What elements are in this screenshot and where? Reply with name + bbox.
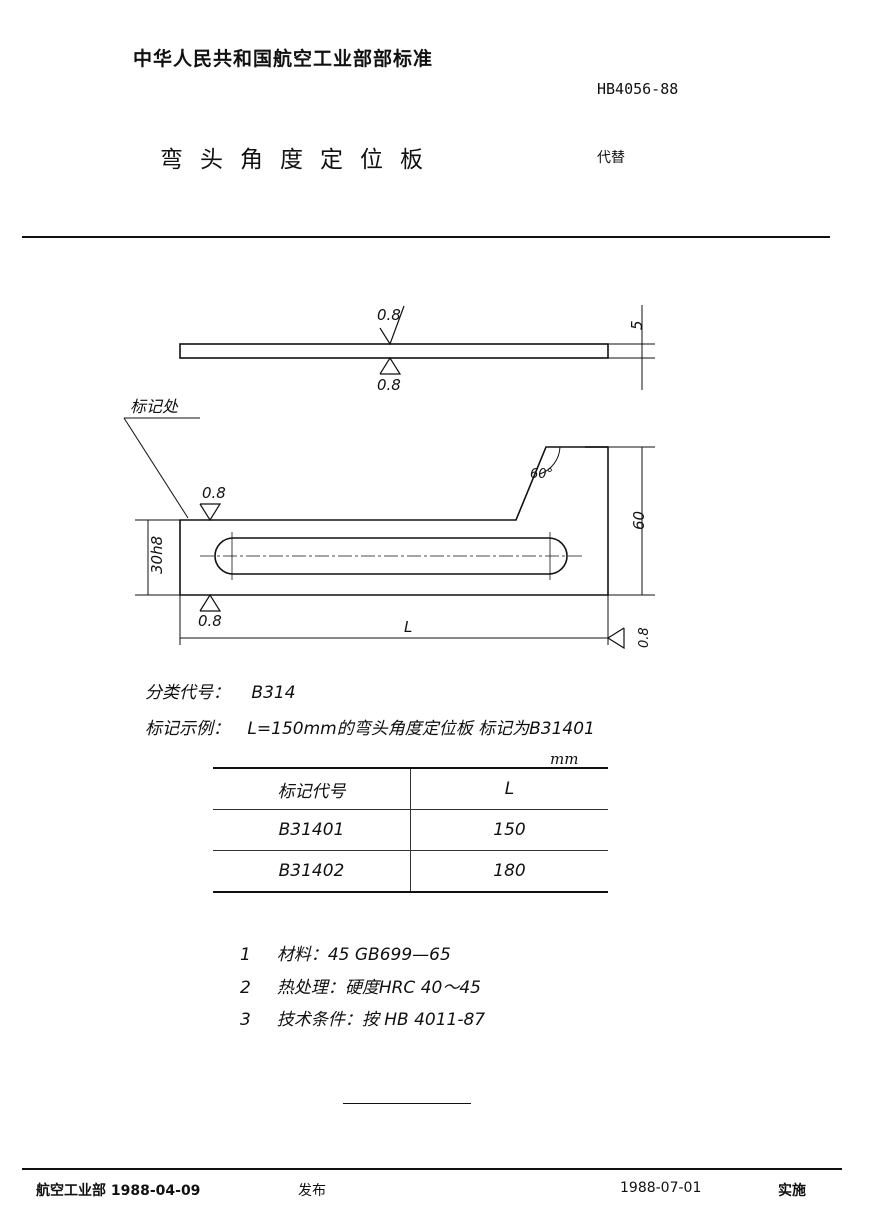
note-number: 1 [240,945,251,965]
table-unit: mm [550,750,579,768]
effective-date: 1988-07-01 [620,1180,702,1196]
replaces-label: 代替 [597,150,625,166]
table-row: B31402 180 [213,850,608,893]
header-divider [22,236,830,238]
roughness-lower-edge: 0.8 [198,612,222,630]
note-text: 材料：45 GB699—65 [276,945,451,965]
note-2: 2 热处理：硬度HRC 40～45 [240,973,481,998]
side-view-plate [179,343,609,359]
note-1: 1 材料：45 GB699—65 [240,940,451,965]
roughness-bottom: 0.8 [377,376,401,394]
effective-label: 实施 [778,1183,806,1199]
thickness-dim: 5 [628,320,646,330]
example-label: 标记示例： [145,719,230,739]
roughness-upper-edge: 0.8 [202,484,226,502]
note-number: 3 [240,1010,251,1030]
table-row: B31401 150 [213,809,608,851]
header-length: L [410,767,608,810]
technical-drawing: 5 0.8 0.8 标记处 60° 60 30h8 L 0.8 0.8 0.8 [123,305,655,650]
issuer-date: 航空工业部 1988-04-09 [36,1183,201,1199]
example-line: 标记示例： L=150mm的弯头角度定位板 标记为B31401 [145,714,595,739]
header-mark-code: 标记代号 [213,767,411,810]
width-fit-dim: 30h8 [148,536,166,574]
cell-length: 180 [410,850,608,893]
slot [214,537,568,575]
cell-mark-code: B31401 [213,809,411,851]
example-value: L=150mm的弯头角度定位板 标记为B31401 [247,719,595,739]
classification-label: 分类代号： [145,683,230,703]
cell-length: 150 [410,809,608,851]
roughness-top: 0.8 [377,306,401,324]
classification-value: B314 [251,683,296,703]
issued-label: 发布 [298,1183,326,1199]
note-text: 热处理：硬度HRC 40～45 [276,978,481,998]
height-dim: 60 [630,511,648,530]
standard-organization: 中华人民共和国航空工业部部标准 [133,48,434,70]
footer-divider [22,1168,842,1170]
roughness-other: 0.8 [637,627,652,648]
classification-line: 分类代号： B314 [145,678,296,703]
table-header-row: 标记代号 L [213,767,608,810]
standard-code: HB4056-88 [597,80,679,98]
angle-label: 60° [530,467,553,482]
mark-location-label: 标记处 [130,397,179,416]
cell-mark-code: B31402 [213,850,411,893]
mark-code-table: 标记代号 L B31401 150 B31402 180 [213,767,608,893]
length-dim: L [404,618,412,636]
end-rule [343,1103,471,1104]
note-3: 3 技术条件：按 HB 4011-87 [240,1005,485,1030]
note-number: 2 [240,978,251,998]
document-title: 弯头角度定位板 [160,147,440,173]
note-text: 技术条件：按 HB 4011-87 [276,1010,486,1030]
